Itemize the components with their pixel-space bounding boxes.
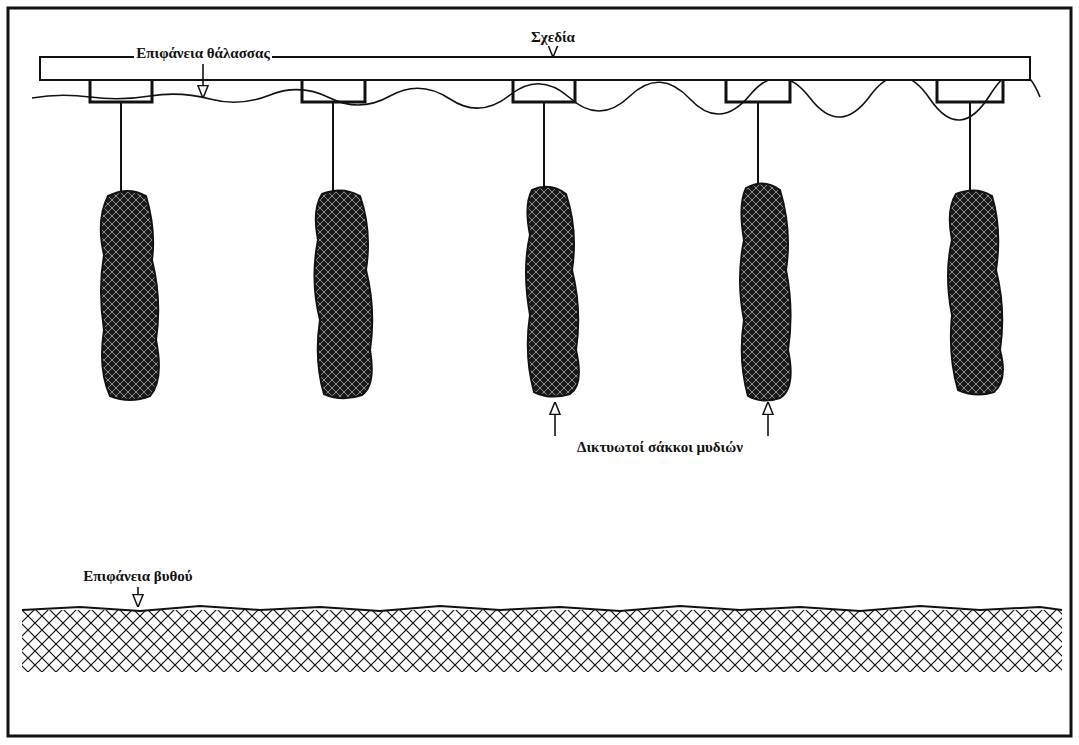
leader-arrows xyxy=(138,48,768,606)
seabed-hatching xyxy=(22,610,1062,672)
raft-label: Σχεδία xyxy=(529,28,577,46)
seabed-label: Επιφάνεια βυθού xyxy=(81,567,194,585)
frame xyxy=(8,8,1071,736)
mussel-bags-label: Δικτυωτοί σάκκοι μυδιών xyxy=(575,438,745,456)
seabed-line xyxy=(22,606,1062,611)
floats xyxy=(90,80,1003,102)
mussel-bags xyxy=(101,183,1003,400)
sea-surface-label: Επιφάνεια θάλασσας xyxy=(134,44,271,62)
ropes xyxy=(121,102,970,192)
